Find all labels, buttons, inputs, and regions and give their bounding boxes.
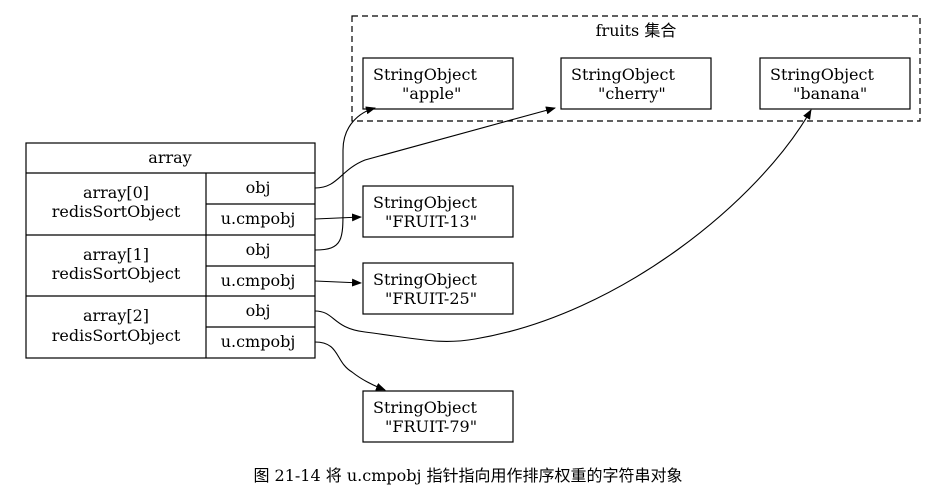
array-row-2-field-obj: obj: [246, 301, 271, 320]
array-row-0-type: redisSortObject: [52, 202, 181, 221]
array-row-1-name: array[1]: [83, 245, 149, 264]
edge-array2-obj-to-banana: [314, 109, 812, 343]
array-row-2-field-cmpobj: u.cmpobj: [221, 332, 296, 351]
array-header: array: [148, 148, 191, 167]
edge-array0-cmpobj-to-fruit13: [314, 213, 362, 222]
fruit-node-cherry: StringObject "cherry": [560, 57, 712, 110]
array-row-0-field-cmpobj: u.cmpobj: [221, 209, 296, 228]
fruits-cluster: fruits 集合: [351, 15, 921, 122]
array-row-1-field-obj: obj: [246, 240, 271, 259]
array-row-0-name: array[0]: [83, 183, 149, 202]
cluster-label: fruits 集合: [596, 21, 677, 40]
key-node-fruit-79-line1: StringObject: [373, 398, 477, 417]
fruit-node-banana-line1: StringObject: [770, 65, 874, 84]
figure-caption: 图 21-14 将 u.cmpobj 指针指向用作排序权重的字符串对象: [253, 466, 682, 485]
fruit-node-banana: StringObject "banana": [759, 57, 911, 110]
fruit-node-apple-line1: StringObject: [373, 65, 477, 84]
array-row-2-type: redisSortObject: [52, 326, 181, 345]
array-row-2-name: array[2]: [83, 306, 149, 325]
key-node-fruit-25-line1: StringObject: [373, 270, 477, 289]
edge-array2-cmpobj-to-fruit79: [314, 341, 386, 391]
fruit-node-apple: StringObject "apple": [362, 57, 514, 110]
edge-array1-cmpobj-to-fruit25: [314, 278, 362, 287]
key-node-fruit-25: StringObject "FRUIT-25": [362, 262, 514, 315]
fruit-node-apple-line2: "apple": [402, 84, 461, 103]
array-record: array array[0] redisSortObject obj u.cmp…: [25, 142, 316, 359]
key-node-fruit-13: StringObject "FRUIT-13": [362, 185, 514, 238]
array-row-1-type: redisSortObject: [52, 264, 181, 283]
key-node-fruit-79-line2: "FRUIT-79": [385, 417, 477, 436]
array-row-0-field-obj: obj: [246, 178, 271, 197]
fruit-node-cherry-line2: "cherry": [598, 84, 666, 103]
key-node-fruit-13-line1: StringObject: [373, 193, 477, 212]
key-node-fruit-13-line2: "FRUIT-13": [385, 212, 477, 231]
key-node-fruit-79: StringObject "FRUIT-79": [362, 390, 514, 443]
fruit-node-cherry-line1: StringObject: [571, 65, 675, 84]
array-row-1-field-cmpobj: u.cmpobj: [221, 271, 296, 290]
key-node-fruit-25-line2: "FRUIT-25": [385, 289, 477, 308]
edge-array1-obj-to-apple: [314, 106, 376, 251]
fruit-node-banana-line2: "banana": [793, 84, 867, 103]
edge-array0-obj-to-cherry: [314, 106, 556, 189]
